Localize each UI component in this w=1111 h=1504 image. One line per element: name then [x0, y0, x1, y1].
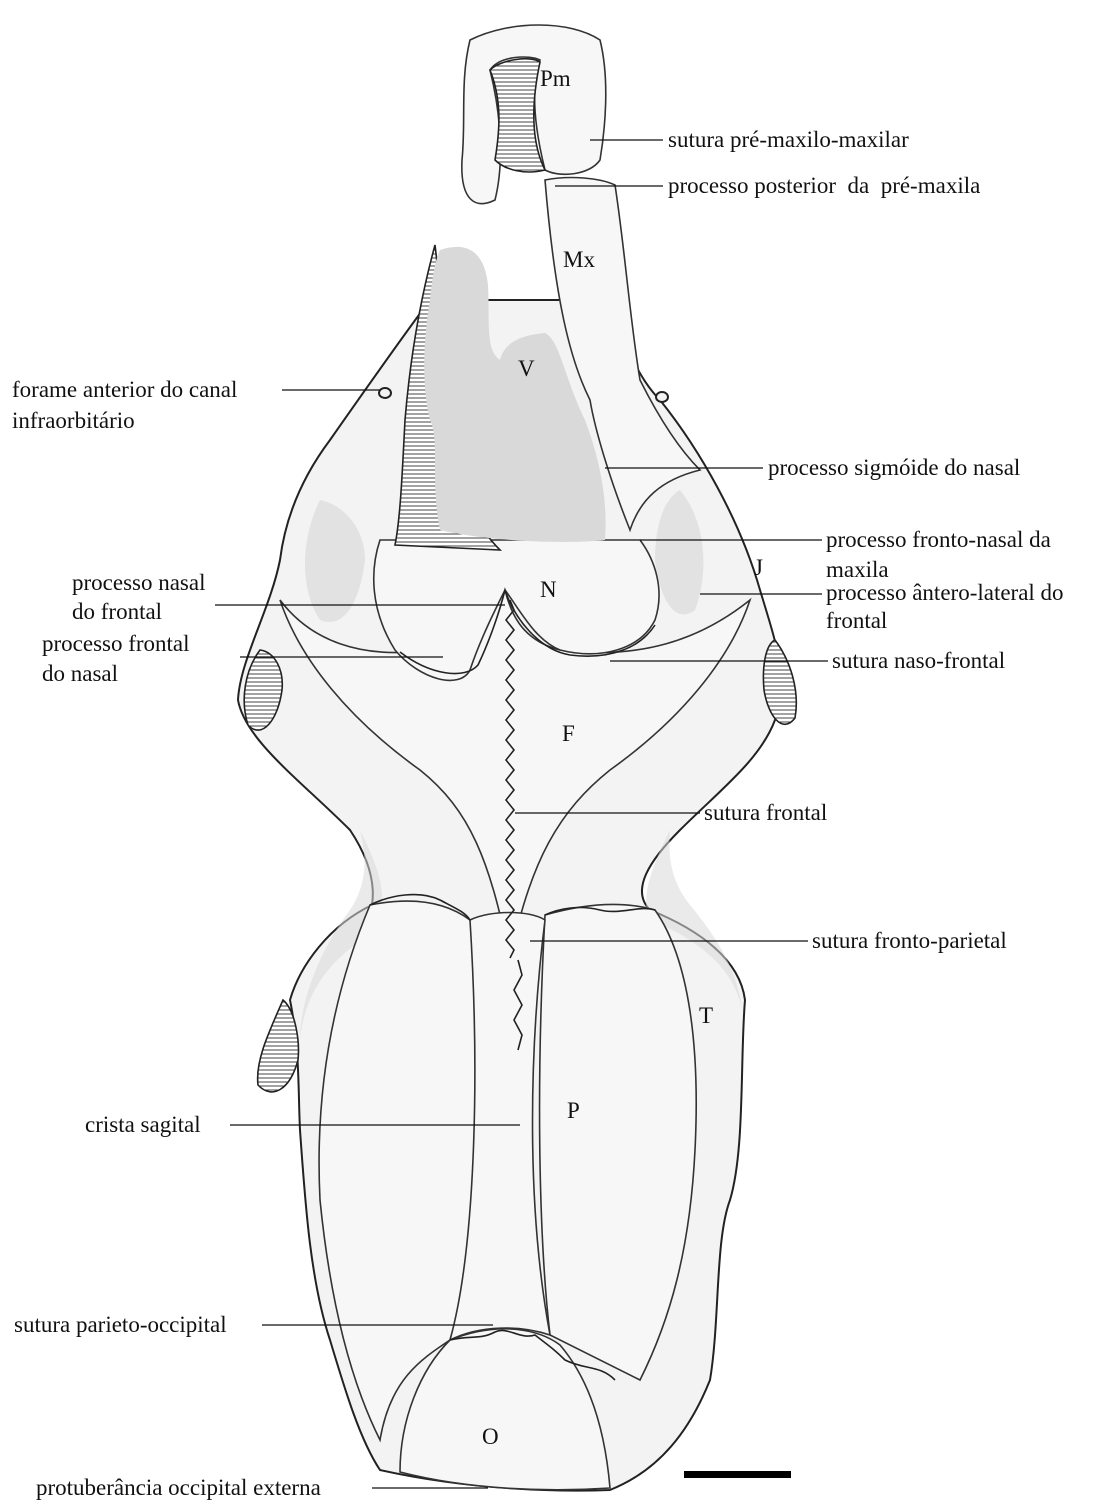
label-fronto-nasal-line2: maxila [826, 557, 889, 582]
label-frontal-nasal-line1: processo frontal [42, 631, 190, 656]
bone-label-o: O [482, 1424, 499, 1449]
label-forame-line2: infraorbitário [12, 408, 135, 433]
temporal-process-left [258, 1000, 299, 1092]
bone-label-n: N [540, 577, 557, 602]
bone-label-f: F [562, 721, 575, 746]
infraorbital-foramen-left [379, 388, 391, 398]
label-processo-posterior-pre-maxila: processo posterior da pré-maxila [668, 173, 980, 198]
label-antero-lateral-line1: processo ântero-lateral do [826, 580, 1064, 605]
bone-label-j: J [754, 555, 763, 580]
infraorbital-foramen-right [656, 392, 668, 402]
label-fronto-nasal-line1: processo fronto-nasal da [826, 527, 1051, 552]
label-sutura-pre-maxilo-maxilar: sutura pré-maxilo-maxilar [668, 127, 909, 152]
bone-label-t: T [699, 1003, 713, 1028]
label-sutura-parieto-occipital: sutura parieto-occipital [14, 1312, 227, 1337]
skull-drawing [238, 25, 796, 1491]
bone-label-p: P [567, 1098, 580, 1123]
scale-bar [684, 1471, 791, 1478]
bone-label-mx: Mx [563, 247, 595, 272]
label-sutura-naso-frontal: sutura naso-frontal [832, 648, 1005, 673]
label-frontal-nasal-line2: do nasal [42, 661, 118, 686]
label-crista-sagital: crista sagital [85, 1112, 201, 1137]
label-antero-lateral-line2: frontal [826, 608, 887, 633]
bone-label-pm: Pm [540, 66, 571, 91]
label-nasal-frontal-line1: processo nasal [72, 570, 206, 595]
label-protuberancia: protuberância occipital externa [36, 1475, 321, 1500]
label-sutura-fronto-parietal: sutura fronto-parietal [812, 928, 1007, 953]
label-nasal-frontal-line2: do frontal [72, 599, 162, 624]
bone-label-v: V [518, 356, 535, 381]
label-processo-sigmoide: processo sigmóide do nasal [768, 455, 1020, 480]
label-sutura-frontal: sutura frontal [704, 800, 827, 825]
label-forame-line1: forame anterior do canal [12, 377, 237, 402]
